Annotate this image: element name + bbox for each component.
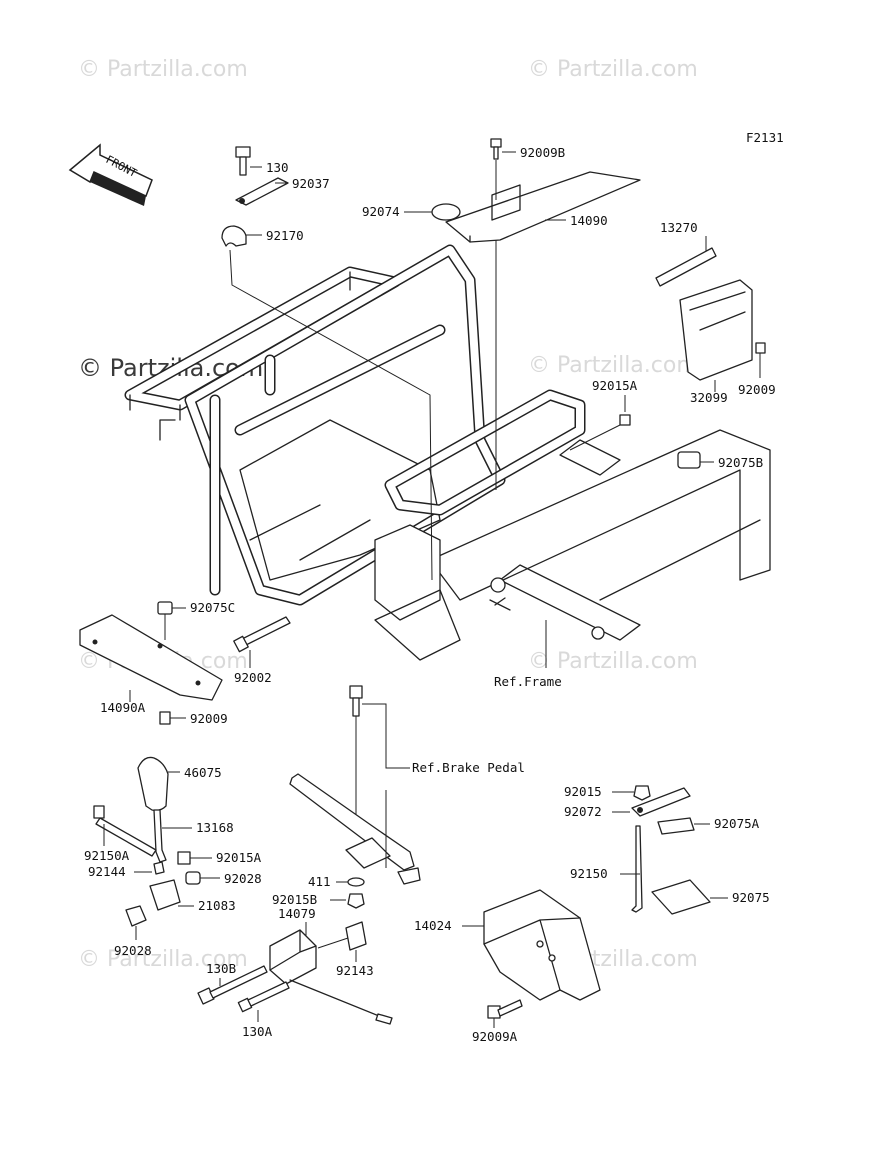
part-92015B-nut: [330, 893, 365, 909]
label-92009-top: 92009: [738, 382, 776, 397]
label-92074: 92074: [362, 204, 400, 219]
label-92075: 92075: [732, 890, 770, 905]
part-92170-clamp: [221, 225, 433, 581]
label-ref-frame: Ref.Frame: [494, 674, 562, 689]
part-13168-lever: [153, 809, 192, 863]
part-46075-knob: [137, 756, 180, 812]
label-21083: 21083: [198, 898, 236, 913]
label-92150A: 92150A: [84, 848, 130, 863]
label-92015B: 92015B: [272, 892, 317, 907]
label-130B: 130B: [206, 961, 236, 976]
label-92028-b: 92028: [114, 943, 152, 958]
label-92075A: 92075A: [714, 816, 760, 831]
part-411-washer: [336, 877, 365, 887]
label-92009A: 92009A: [472, 1029, 518, 1044]
part-brake-bolt: [349, 685, 410, 830]
part-brake-lever: [289, 773, 421, 885]
part-92009B-bolt: [490, 138, 516, 490]
label-92144: 92144: [88, 864, 126, 879]
label-92002: 92002: [234, 670, 272, 685]
label-46075: 46075: [184, 765, 222, 780]
label-92015A-low: 92015A: [216, 850, 262, 865]
label-14090: 14090: [570, 213, 608, 228]
part-92074-cap: [404, 203, 461, 221]
watermark-top-right: © Partzilla.com: [528, 57, 698, 82]
label-130: 130: [266, 160, 289, 175]
label-ref-brake: Ref.Brake Pedal: [412, 760, 525, 775]
watermark-mid-right: © Partzilla.com: [528, 353, 698, 378]
watermark-bottom-left: © Partzilla.com: [78, 947, 248, 972]
part-92143-sleeve: [317, 921, 367, 962]
part-14079-block: [269, 922, 393, 1025]
label-13168: 13168: [196, 820, 234, 835]
figure-code: F2131: [746, 130, 784, 145]
label-92015: 92015: [564, 784, 602, 799]
watermark-mid-right-2: © Partzilla.com: [528, 649, 698, 674]
part-92072-bracket: [612, 787, 691, 817]
frame-assembly: [124, 244, 771, 661]
watermark-top-left: © Partzilla.com: [78, 57, 248, 82]
part-92002-bolt: [233, 616, 291, 668]
part-92015A-top-nut: [569, 395, 631, 451]
label-130A: 130A: [242, 1024, 273, 1039]
part-14090A-plate: [79, 614, 223, 702]
part-130-bolt: [235, 146, 262, 176]
label-32099: 32099: [690, 390, 728, 405]
part-92150A-bolt: [93, 805, 157, 857]
label-13270: 13270: [660, 220, 698, 235]
part-92009A-bolt: [487, 999, 523, 1028]
part-92015A-low-nut: [177, 851, 212, 865]
part-92144-pin: [134, 861, 165, 875]
part-14024-cover: [462, 889, 601, 1001]
label-92009B: 92009B: [520, 145, 565, 160]
label-92150: 92150: [570, 866, 608, 881]
part-130B-bolt: [197, 965, 268, 1005]
label-92075B: 92075B: [718, 455, 763, 470]
label-92072: 92072: [564, 804, 602, 819]
part-130A-bolt: [237, 981, 290, 1022]
label-92170: 92170: [266, 228, 304, 243]
part-92075B-cap: [677, 451, 714, 469]
part-13270-strip: [655, 236, 717, 287]
label-14079: 14079: [278, 906, 316, 921]
label-92009-left: 92009: [190, 711, 228, 726]
part-92028-b-bushing: [125, 905, 147, 940]
part-21083-switch: [149, 879, 194, 911]
label-411: 411: [308, 874, 331, 889]
front-arrow-icon: FRONT: [68, 143, 153, 206]
part-92037-plate: [235, 177, 289, 206]
part-92075C-cap: [157, 601, 186, 640]
label-92015A-top: 92015A: [592, 378, 638, 393]
label-92143: 92143: [336, 963, 374, 978]
part-92075A-pad: [657, 817, 710, 835]
part-92075-pad: [651, 879, 728, 915]
label-92028-a: 92028: [224, 871, 262, 886]
part-92009-left-bolt: [159, 711, 186, 725]
part-92028-a-bushing: [185, 871, 220, 885]
part-32099-case: [679, 279, 753, 392]
part-92009-top-bolt: [755, 342, 766, 378]
part-92015-nut: [612, 785, 651, 801]
label-92037: 92037: [292, 176, 330, 191]
label-14024: 14024: [414, 918, 452, 933]
label-14090A: 14090A: [100, 700, 146, 715]
label-92075C: 92075C: [190, 600, 235, 615]
part-92150-rod: [620, 825, 643, 913]
part-14090-plate: [445, 171, 641, 243]
